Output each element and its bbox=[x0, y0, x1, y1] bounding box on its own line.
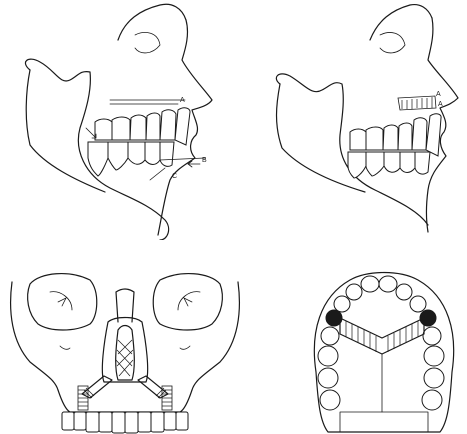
orbit-right-inner bbox=[178, 292, 200, 310]
skull-outline bbox=[118, 4, 186, 40]
graft-hatching bbox=[78, 390, 172, 406]
upper-premolar bbox=[130, 115, 146, 140]
orbit-outline bbox=[135, 32, 160, 52]
panel-palatal-view bbox=[300, 262, 467, 434]
extracted-tooth-right bbox=[420, 310, 436, 326]
zygoma-left bbox=[60, 346, 70, 349]
upper-molar bbox=[112, 117, 130, 140]
mandible-lower-border bbox=[26, 70, 105, 192]
tooth bbox=[74, 412, 86, 430]
osteotomy-line-c bbox=[150, 168, 165, 180]
upper-molar bbox=[366, 127, 383, 150]
panel-frontal-skull bbox=[0, 262, 250, 434]
skull-lateral-left bbox=[11, 282, 58, 390]
orbit-left bbox=[28, 274, 97, 330]
septum-hatching bbox=[116, 340, 133, 376]
lower-molar bbox=[88, 142, 108, 176]
upper-teeth bbox=[95, 108, 190, 145]
lower-premolar bbox=[128, 142, 145, 164]
tooth bbox=[346, 284, 362, 300]
palatal-drawing bbox=[300, 262, 467, 434]
label-c: C bbox=[172, 173, 177, 180]
tooth bbox=[422, 390, 442, 410]
lower-molar bbox=[108, 142, 128, 170]
panel-profile-postop: A A bbox=[250, 0, 467, 240]
tooth bbox=[334, 296, 350, 312]
lower-premolar bbox=[145, 142, 160, 165]
upper-premolar bbox=[146, 113, 160, 140]
tooth bbox=[423, 327, 441, 345]
upper-premolar bbox=[383, 125, 398, 150]
label-b: B bbox=[202, 157, 207, 164]
upper-molar bbox=[350, 129, 366, 150]
tooth bbox=[424, 368, 444, 388]
lower-canine bbox=[415, 152, 430, 174]
lower-teeth bbox=[348, 152, 430, 178]
lower-molar bbox=[348, 152, 366, 178]
tooth bbox=[320, 390, 340, 410]
label-a: A bbox=[180, 97, 185, 104]
lower-molar bbox=[366, 152, 384, 176]
lower-premolar bbox=[400, 152, 415, 173]
orbit-outline bbox=[380, 32, 405, 52]
panel-profile-preop: A B C bbox=[0, 0, 235, 240]
nasal-septum bbox=[116, 326, 135, 381]
tooth bbox=[125, 412, 138, 433]
tooth bbox=[164, 412, 176, 430]
lower-canine bbox=[160, 142, 174, 166]
tooth bbox=[86, 412, 99, 432]
upper-teeth bbox=[350, 114, 441, 156]
maxillary-strut-left bbox=[82, 376, 112, 398]
dental-arch bbox=[318, 276, 444, 410]
skull-outline bbox=[370, 5, 432, 40]
tooth bbox=[396, 284, 412, 300]
frontal-skull-drawing bbox=[0, 262, 250, 434]
lower-premolar bbox=[384, 152, 400, 172]
tooth bbox=[318, 346, 338, 366]
label-a-upper: A bbox=[436, 91, 441, 98]
orbit-right bbox=[153, 274, 222, 330]
tooth bbox=[138, 412, 151, 432]
tooth bbox=[379, 276, 397, 292]
tooth bbox=[151, 412, 164, 432]
upper-molar bbox=[95, 119, 112, 140]
tooth bbox=[99, 412, 112, 432]
orbit-left-inner bbox=[50, 292, 72, 310]
palatal-osteotomy-band bbox=[340, 318, 424, 354]
tooth bbox=[361, 276, 379, 292]
profile-preop-drawing: A B C bbox=[0, 0, 235, 240]
label-a-lower: A bbox=[438, 101, 443, 108]
tooth bbox=[112, 412, 125, 433]
profile-postop-drawing: A A bbox=[250, 0, 467, 240]
upper-incisor bbox=[426, 114, 441, 156]
upper-canine bbox=[160, 110, 176, 140]
advancement-hatching bbox=[402, 97, 432, 109]
skull-lateral-right bbox=[192, 282, 239, 390]
upper-canine bbox=[412, 118, 427, 150]
tooth bbox=[318, 368, 338, 388]
maxillary-strut-right bbox=[138, 376, 168, 398]
upper-premolar bbox=[398, 123, 412, 150]
tooth bbox=[321, 327, 339, 345]
upper-incisor bbox=[175, 108, 190, 145]
palatal-base bbox=[340, 412, 428, 432]
front-upper-teeth bbox=[62, 412, 188, 433]
zygoma-right bbox=[180, 346, 190, 349]
tooth bbox=[62, 412, 74, 430]
nasal-aperture bbox=[102, 318, 147, 383]
tooth bbox=[424, 346, 444, 366]
tooth bbox=[176, 412, 188, 430]
tooth bbox=[410, 296, 426, 312]
